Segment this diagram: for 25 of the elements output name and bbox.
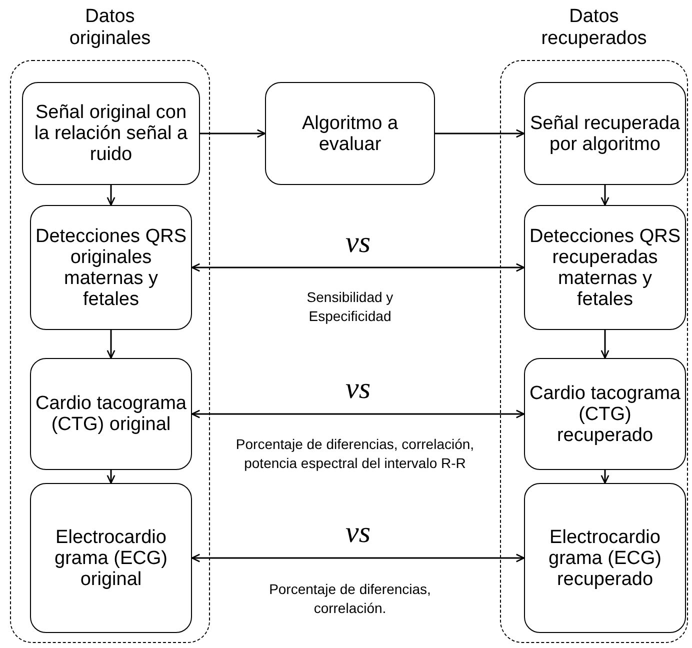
arrow bbox=[191, 410, 525, 418]
process-box: Cardio tacograma (CTG) recuperado bbox=[524, 358, 686, 470]
group-heading: Datos recuperados bbox=[540, 6, 648, 50]
arrow bbox=[191, 263, 525, 272]
arrow bbox=[600, 185, 610, 206]
comparison-note: Sensibilidad y Especificidad bbox=[306, 288, 394, 326]
process-box: Algoritmo a evaluar bbox=[265, 82, 435, 185]
process-box: Señal original con la relación señal a ruido bbox=[22, 82, 200, 185]
arrow bbox=[106, 185, 116, 206]
process-box: Electrocardio grama (ECG) original bbox=[30, 483, 192, 633]
arrow bbox=[200, 129, 266, 138]
process-box: Electrocardio grama (ECG) recuperado bbox=[524, 483, 686, 633]
process-box: Cardio tacograma (CTG) original bbox=[30, 358, 192, 470]
arrow bbox=[600, 330, 610, 359]
group-heading: Datos originales bbox=[68, 6, 152, 50]
arrow bbox=[106, 470, 116, 484]
process-box: Señal recuperada por algoritmo bbox=[524, 82, 686, 185]
comparison-note: Porcentaje de diferencias, correlación. bbox=[268, 580, 432, 618]
arrow bbox=[600, 470, 610, 484]
comparison-note: Porcentaje de diferencias, correlación, potencia espectral del intervalo R-R bbox=[234, 435, 476, 473]
process-box: Detecciones QRS recuperadas maternas y fetales bbox=[524, 205, 686, 330]
arrow bbox=[106, 330, 116, 359]
process-box: Detecciones QRS originales maternas y fetales bbox=[30, 205, 192, 330]
arrow bbox=[191, 554, 525, 562]
arrow bbox=[435, 129, 525, 138]
